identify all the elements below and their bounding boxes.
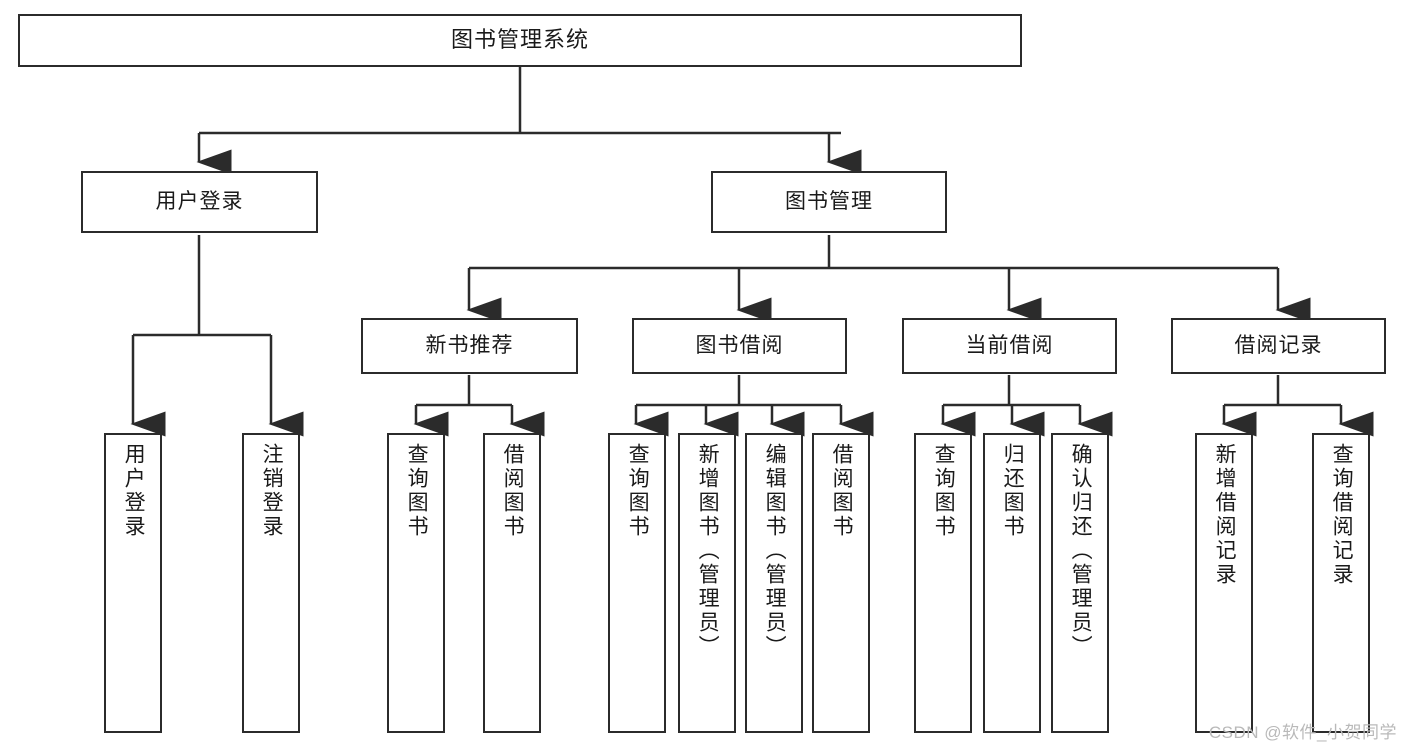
leaf-record-query[interactable]: 查询借阅记录 — [1312, 433, 1370, 733]
leaf-user-login-login[interactable]: 用户登录 — [104, 433, 162, 733]
node-label: 新书推荐 — [425, 334, 514, 358]
node-label: 用户登录 — [122, 443, 146, 539]
node-label: 确认归还（管理员） — [1069, 443, 1093, 659]
leaf-user-login-logout[interactable]: 注销登录 — [242, 433, 300, 733]
node-label: 查询图书 — [405, 443, 429, 539]
leaf-new-book-borrow[interactable]: 借阅图书 — [483, 433, 541, 733]
node-label: 新增借阅记录 — [1213, 443, 1237, 587]
node-book-management[interactable]: 图书管理 — [711, 171, 947, 233]
node-label: 借阅图书 — [501, 443, 525, 539]
node-label: 新增图书（管理员） — [696, 443, 720, 659]
node-user-login[interactable]: 用户登录 — [81, 171, 318, 233]
node-label: 图书管理系统 — [450, 27, 589, 53]
node-label: 编辑图书（管理员） — [763, 443, 787, 659]
node-label: 用户登录 — [155, 190, 244, 214]
node-borrow-record[interactable]: 借阅记录 — [1171, 318, 1386, 374]
node-label: 归还图书 — [1001, 443, 1025, 539]
leaf-borrow-query[interactable]: 查询图书 — [608, 433, 666, 733]
leaf-current-query[interactable]: 查询图书 — [914, 433, 972, 733]
node-book-borrow[interactable]: 图书借阅 — [632, 318, 847, 374]
leaf-borrow-edit-book[interactable]: 编辑图书（管理员） — [745, 433, 803, 733]
node-label: 当前借阅 — [965, 334, 1054, 358]
node-label: 查询图书 — [932, 443, 956, 539]
node-label: 查询图书 — [626, 443, 650, 539]
leaf-borrow-add-book[interactable]: 新增图书（管理员） — [678, 433, 736, 733]
node-current-borrow[interactable]: 当前借阅 — [902, 318, 1117, 374]
node-label: 图书管理 — [785, 190, 873, 214]
node-new-book-recommend[interactable]: 新书推荐 — [361, 318, 578, 374]
node-label: 注销登录 — [260, 443, 284, 539]
leaf-current-return[interactable]: 归还图书 — [983, 433, 1041, 733]
node-label: 借阅图书 — [830, 443, 854, 539]
leaf-borrow-borrow-book[interactable]: 借阅图书 — [812, 433, 870, 733]
node-label: 查询借阅记录 — [1330, 443, 1354, 587]
node-label: 图书借阅 — [695, 334, 784, 358]
node-label: 借阅记录 — [1234, 334, 1323, 358]
node-book-management-system[interactable]: 图书管理系统 — [18, 14, 1022, 67]
leaf-new-book-query[interactable]: 查询图书 — [387, 433, 445, 733]
leaf-record-add[interactable]: 新增借阅记录 — [1195, 433, 1253, 733]
leaf-current-confirm-return[interactable]: 确认归还（管理员） — [1051, 433, 1109, 733]
